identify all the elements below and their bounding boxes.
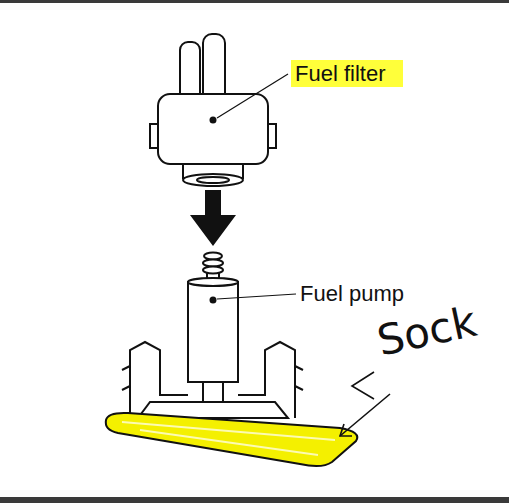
part-label: Fuel filter bbox=[291, 60, 403, 87]
sock-shine bbox=[122, 422, 335, 455]
part-label: Fuel pump bbox=[300, 281, 404, 306]
handwritten-mark bbox=[352, 372, 374, 399]
nozzle-rib bbox=[203, 260, 223, 267]
sock-highlight bbox=[106, 413, 358, 466]
fuel-pump-drawing bbox=[122, 253, 303, 419]
nozzle-rib bbox=[203, 267, 223, 274]
pump-body bbox=[188, 282, 238, 382]
fuel-filter-drawing bbox=[150, 34, 276, 186]
leader-dot bbox=[210, 117, 217, 124]
sock-arrow bbox=[340, 394, 390, 436]
bottom-border bbox=[0, 497, 509, 503]
filter-pipe bbox=[203, 34, 225, 102]
filter-outlet bbox=[183, 174, 243, 186]
leader-line bbox=[217, 294, 296, 299]
handwritten-label: Sock bbox=[373, 298, 481, 366]
assembly-arrow bbox=[190, 190, 236, 246]
pump-top bbox=[188, 278, 238, 286]
bracket-clip bbox=[122, 366, 130, 390]
filter-outlet-hole bbox=[197, 177, 229, 183]
bracket-clip bbox=[295, 366, 303, 390]
top-border bbox=[0, 0, 509, 3]
sock-arrowhead bbox=[340, 424, 352, 436]
nozzle-rib bbox=[204, 253, 222, 260]
filter-body bbox=[158, 94, 268, 164]
leader-dot bbox=[210, 297, 217, 304]
leader-line bbox=[217, 74, 288, 118]
